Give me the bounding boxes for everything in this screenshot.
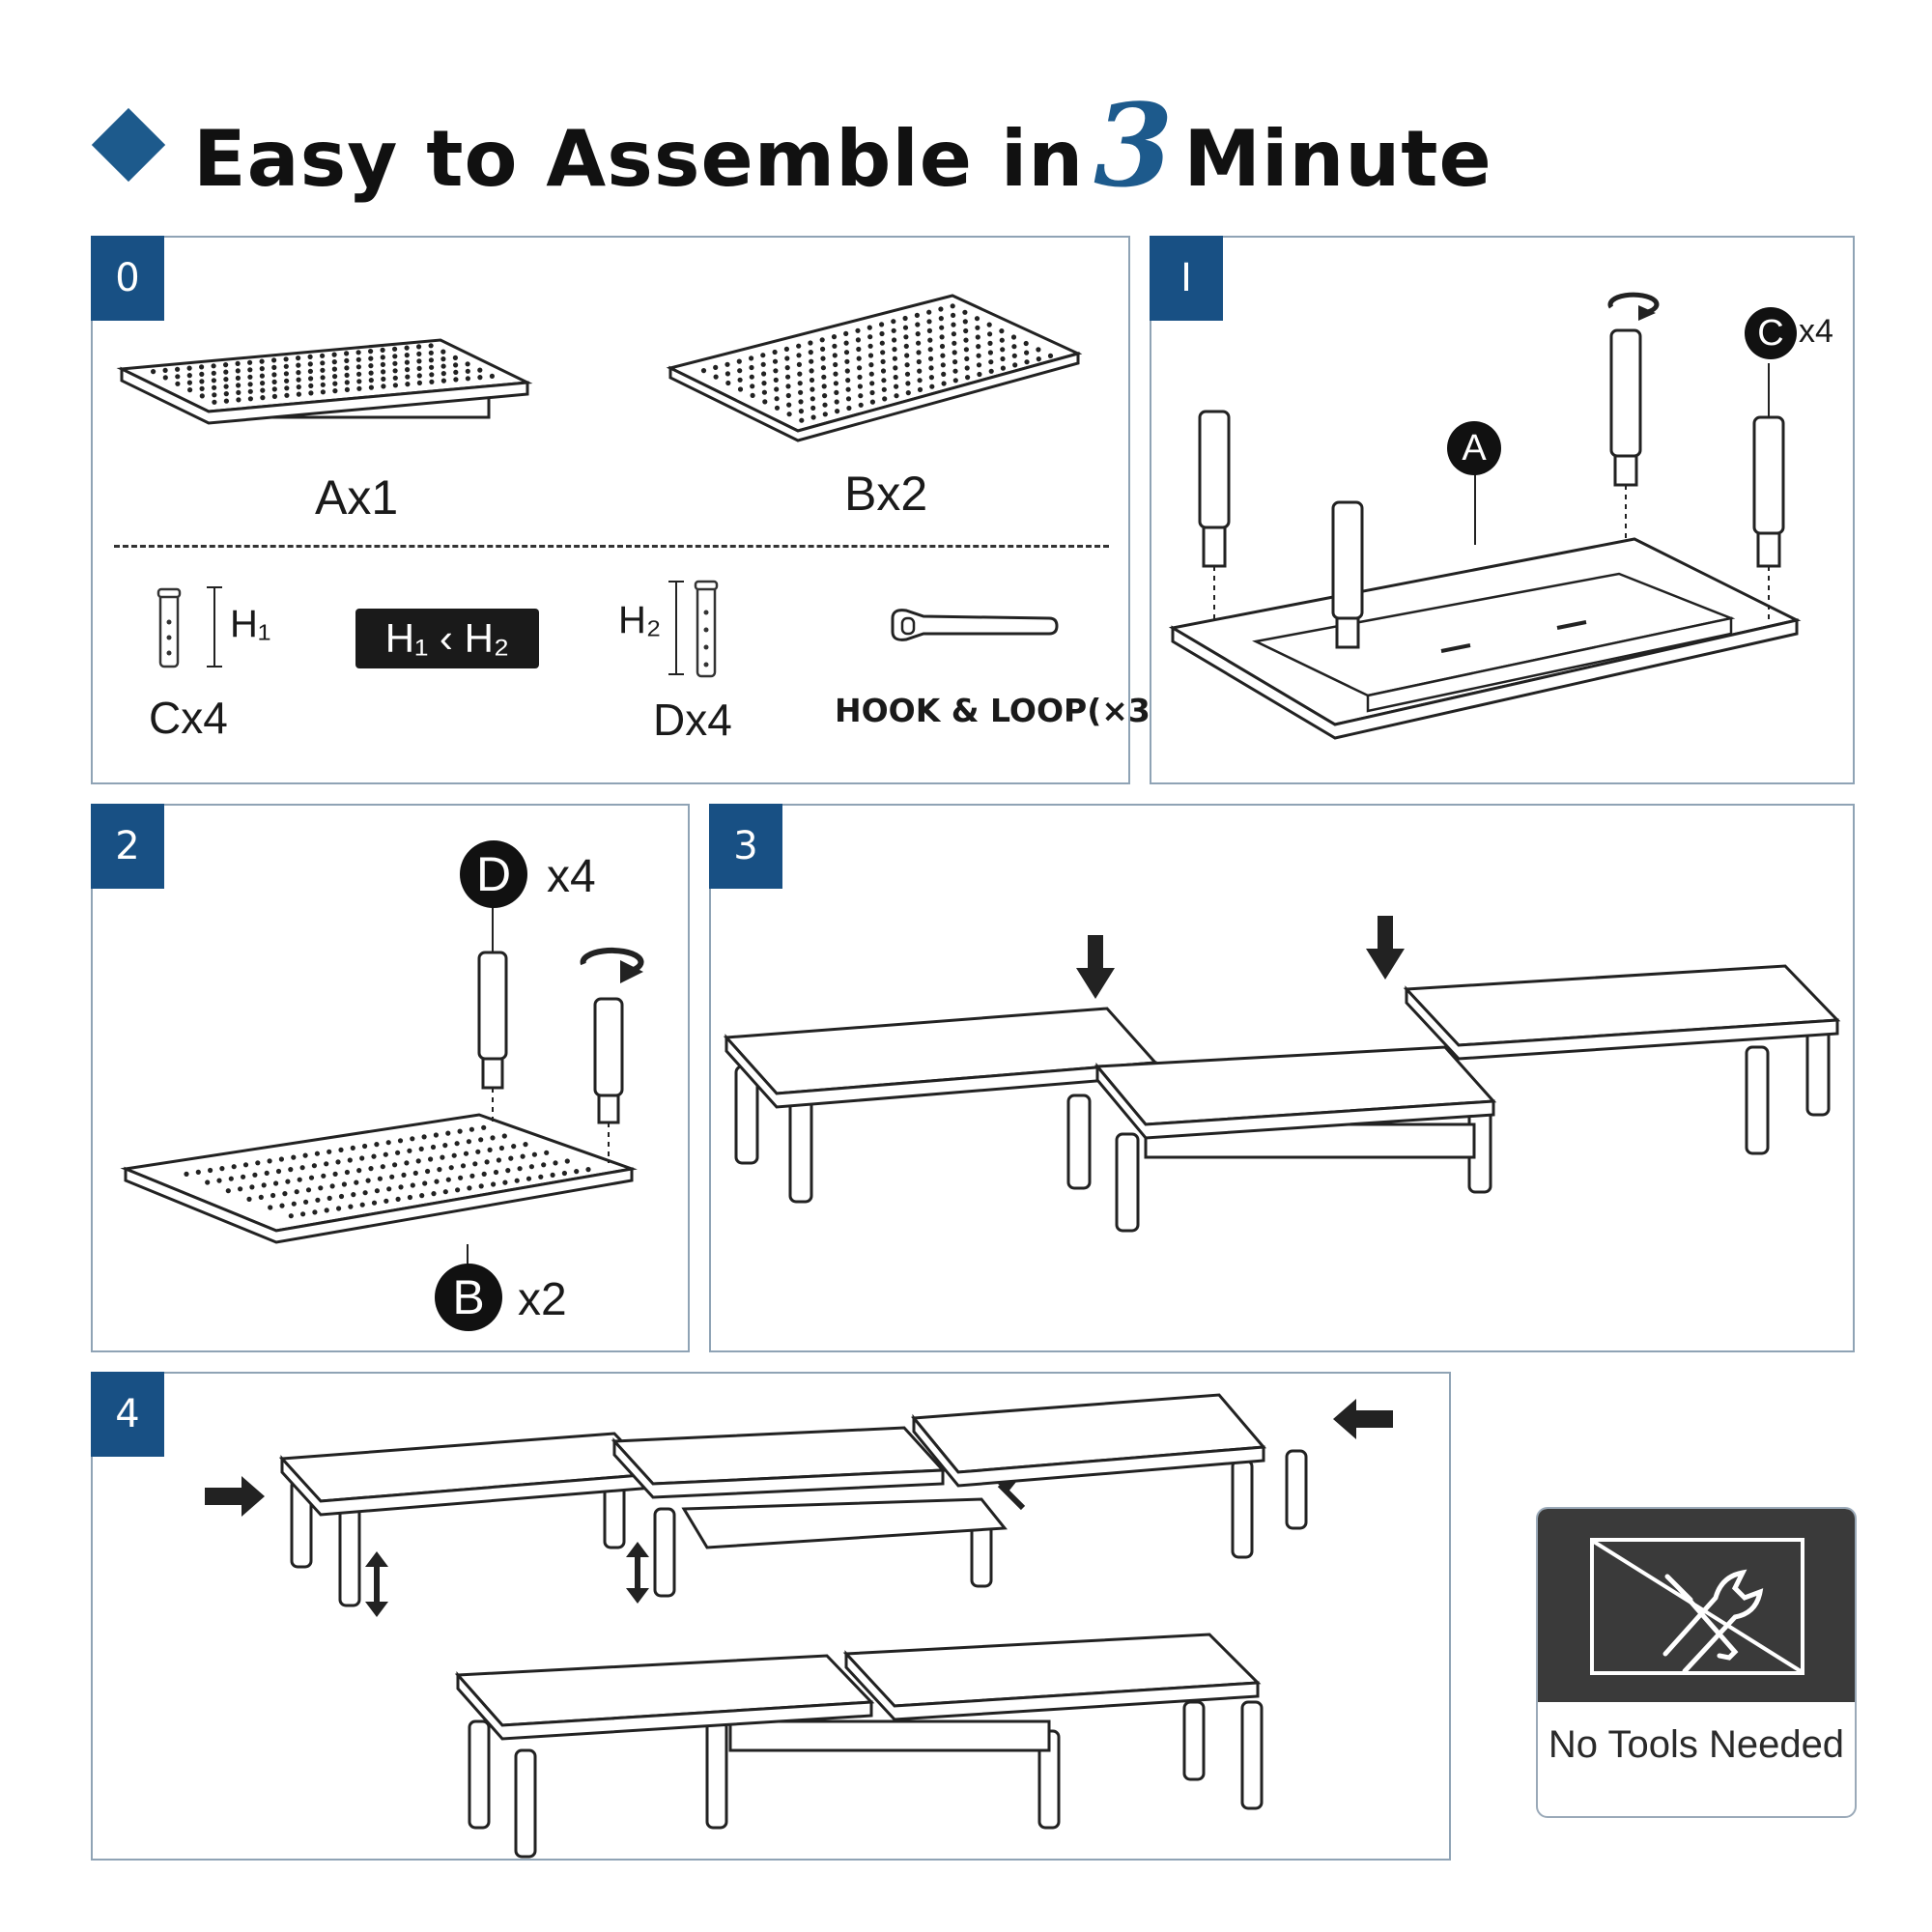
- part-d-label: Dx4: [653, 695, 732, 745]
- marker-b: B: [435, 1264, 502, 1331]
- part-c-label: Cx4: [149, 693, 228, 743]
- panel-step-1: I C x4 A: [1150, 236, 1855, 784]
- marker-d-qty: x4: [547, 851, 596, 902]
- panel-step-2: 2 D x4 B x2: [91, 804, 690, 1352]
- step-badge-1: I: [1150, 236, 1223, 321]
- marker-d-letter: D: [475, 847, 512, 901]
- h2-label: H₂: [618, 599, 662, 641]
- divider: [114, 545, 1109, 548]
- part-a-drawing: [116, 338, 533, 425]
- step-badge-4: 4: [91, 1372, 164, 1457]
- rotate-arrow-icon: [1607, 292, 1660, 321]
- marker-c: C: [1745, 307, 1797, 359]
- part-c-drawing: [156, 587, 182, 668]
- hook-loop-label: HOOK & LOOP(×3): [835, 692, 1165, 729]
- step2-drawing: [120, 900, 638, 1277]
- panel-step-3: 3: [709, 804, 1855, 1352]
- marker-d: D: [460, 840, 527, 908]
- step1-drawing: [1168, 328, 1802, 740]
- marker-b-qty: x2: [518, 1274, 567, 1325]
- marker-b-letter: B: [452, 1270, 485, 1324]
- marker-a: A: [1447, 421, 1501, 475]
- diamond-bullet-icon: [91, 107, 166, 183]
- part-b-label: Bx2: [844, 467, 928, 521]
- h2-dimension: [668, 581, 684, 675]
- part-d-drawing: [694, 580, 719, 678]
- step-badge-2: 2: [91, 804, 164, 889]
- title-suffix: Minute: [1183, 113, 1492, 204]
- h1-dimension: [207, 586, 222, 668]
- no-tools-icon-area: [1538, 1509, 1855, 1702]
- marker-a-letter: A: [1462, 427, 1487, 469]
- marker-c-letter: C: [1757, 312, 1784, 354]
- title-number: 3: [1094, 77, 1175, 213]
- title-prefix: Easy to Assemble in: [193, 113, 1085, 204]
- part-b-drawing: [666, 294, 1083, 442]
- step-badge-0: 0: [91, 236, 164, 321]
- marker-c-qty: x4: [1799, 313, 1833, 350]
- part-a-label: Ax1: [315, 470, 399, 525]
- no-tools-badge: No Tools Needed: [1536, 1507, 1857, 1818]
- panel-parts: 0 Ax1 Bx2 H₁ Cx4 H₁ ‹ H₂ H₂ Dx4: [91, 236, 1165, 784]
- rotate-arrow-icon: [580, 947, 644, 983]
- height-compare-badge: H₁ ‹ H₂: [355, 609, 539, 668]
- step-badge-3: 3: [709, 804, 782, 889]
- panel-step-4: 4: [91, 1372, 1451, 1861]
- no-tools-label: No Tools Needed: [1548, 1723, 1845, 1766]
- step4-drawing: [205, 1393, 1393, 1859]
- hook-loop-strap-drawing: [891, 609, 1059, 641]
- step3-drawing: [723, 916, 1841, 1233]
- tools-crossed-icon: [1590, 1538, 1804, 1675]
- h1-label: H₁: [230, 603, 271, 645]
